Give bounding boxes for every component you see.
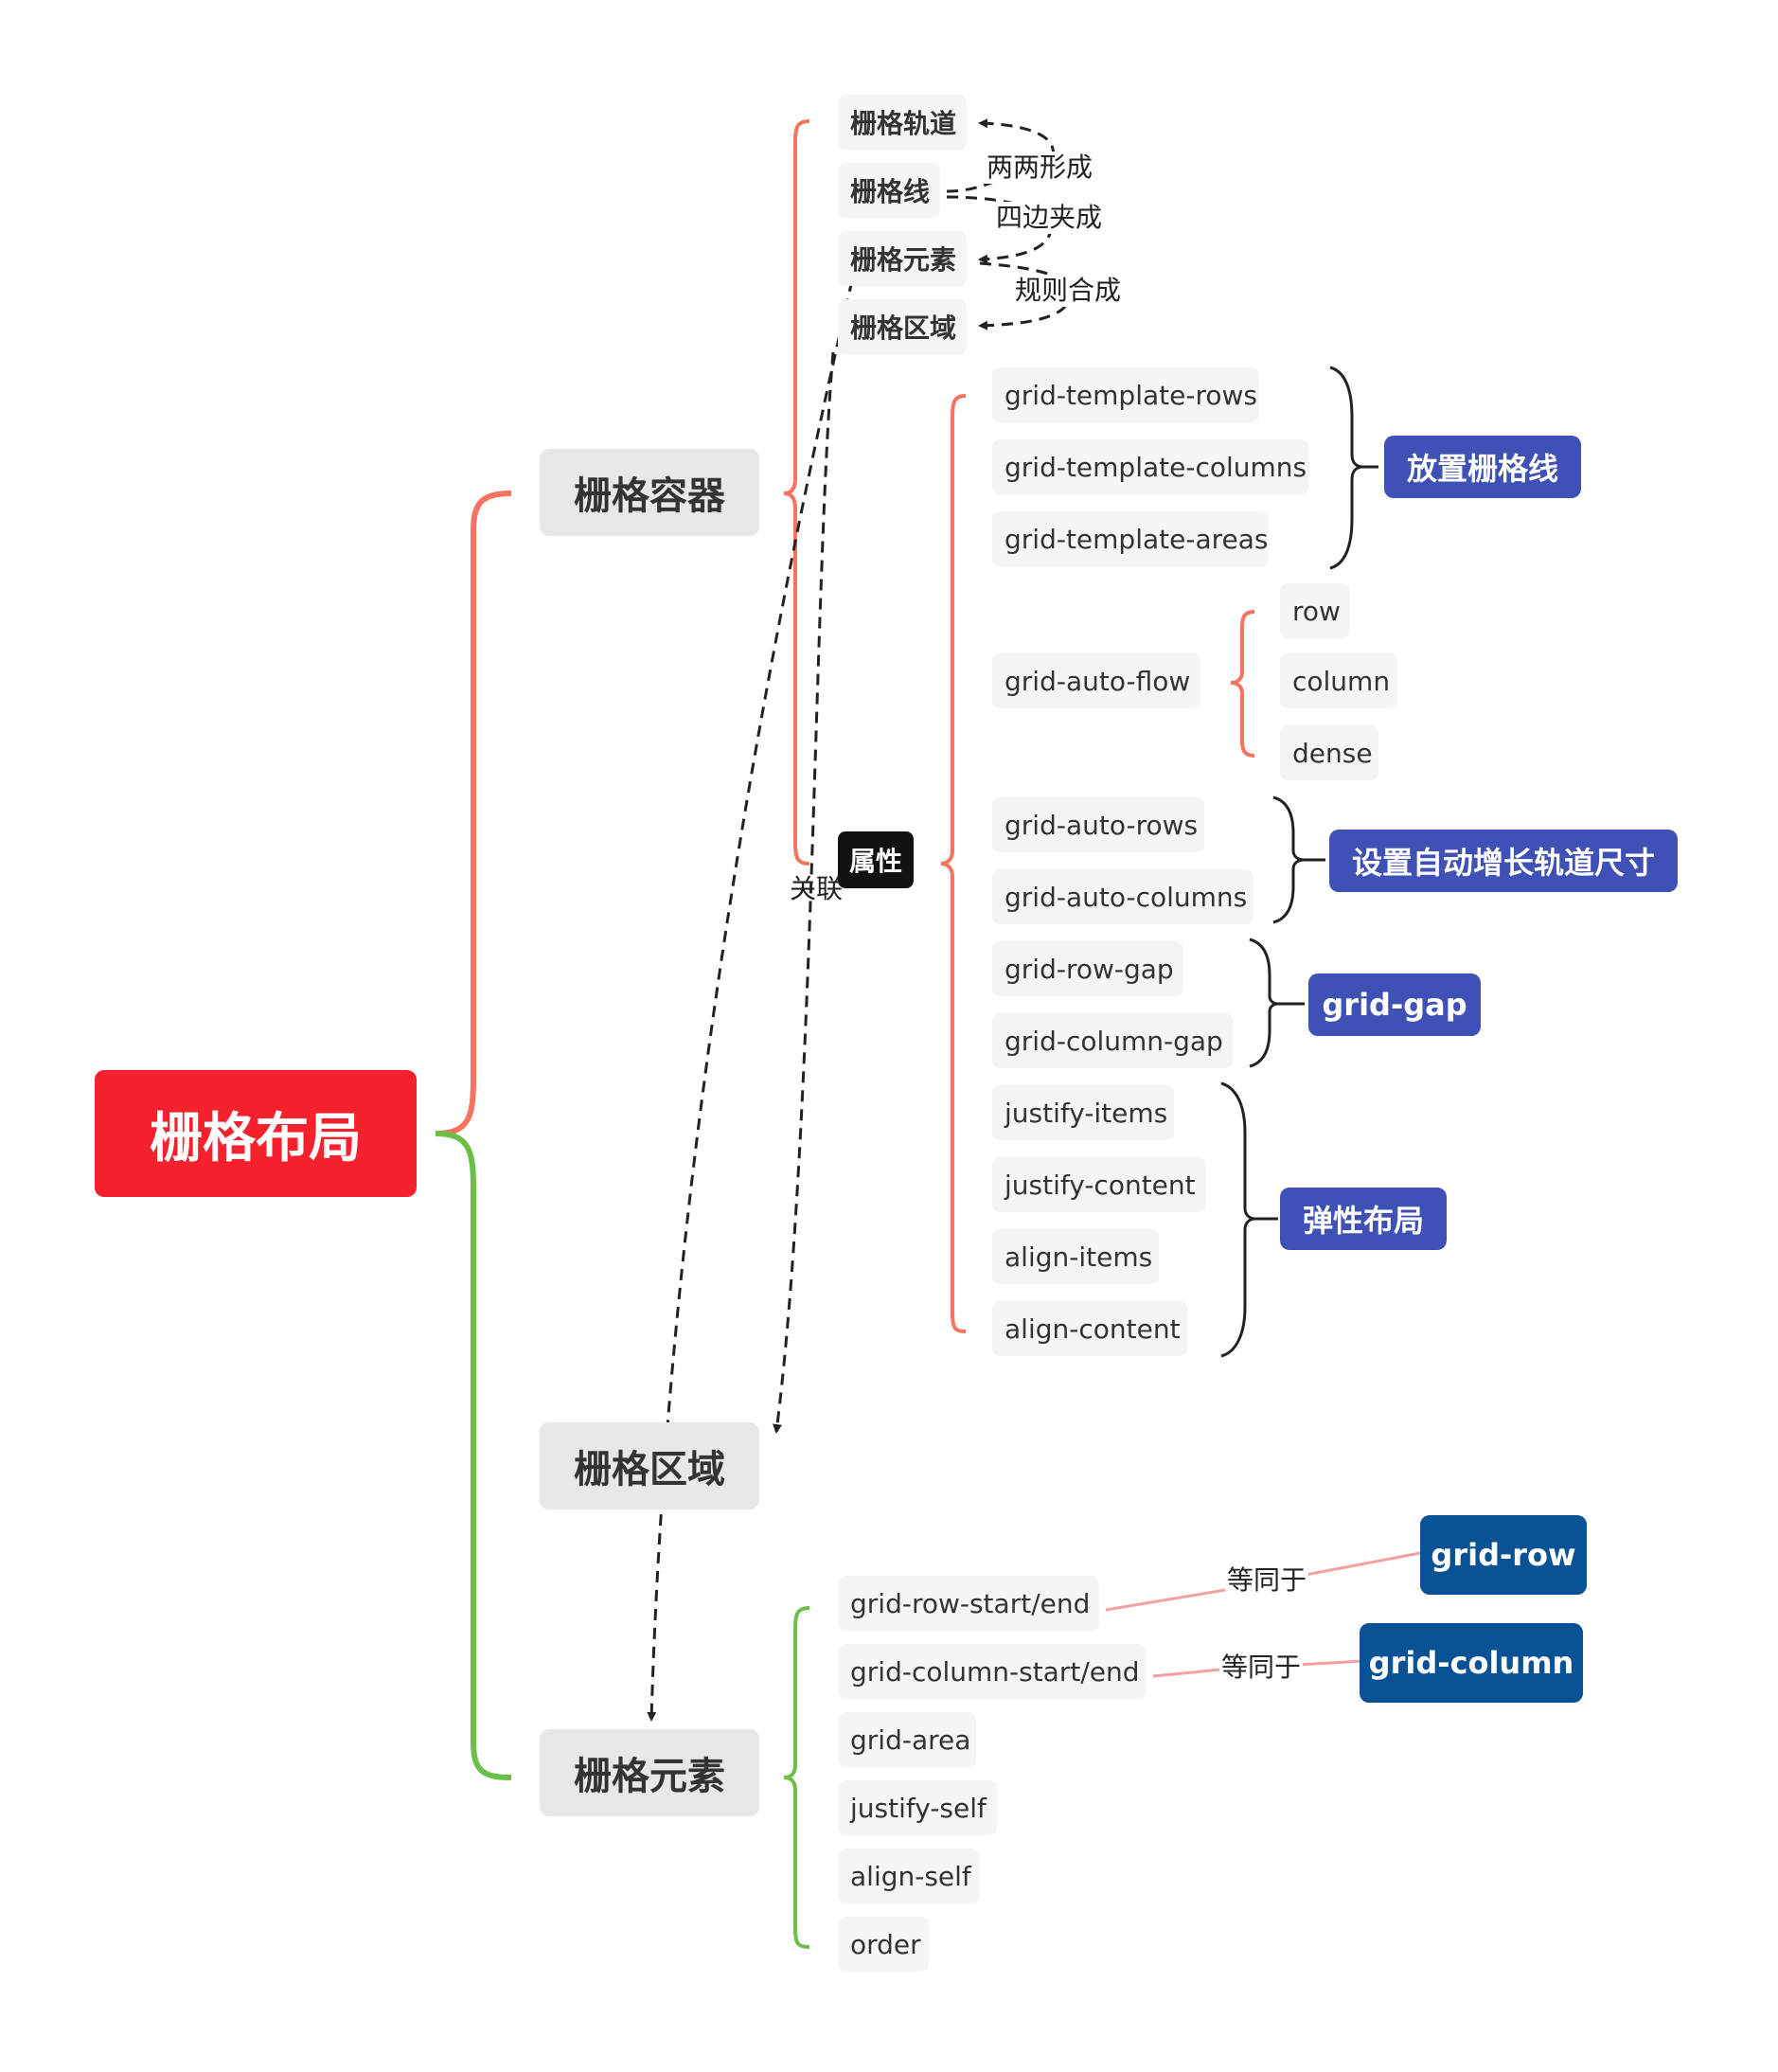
flow-value-dense[interactable]: dense bbox=[1280, 725, 1378, 780]
concept-element[interactable]: 栅格元素 bbox=[838, 231, 967, 286]
element-brace bbox=[783, 1606, 810, 1949]
container-brace bbox=[783, 119, 810, 866]
root-topic[interactable]: 栅格布局 bbox=[95, 1070, 417, 1197]
relation-label-rule: 规则合成 bbox=[1013, 275, 1124, 307]
elem-justify-self[interactable]: justify-self bbox=[838, 1780, 997, 1835]
concept-line[interactable]: 栅格线 bbox=[838, 163, 940, 218]
equals-grid-row[interactable]: grid-row bbox=[1420, 1515, 1587, 1595]
elem-order[interactable]: order bbox=[838, 1917, 929, 1972]
relation-line-to-track bbox=[946, 118, 1055, 193]
equals-grid-column[interactable]: grid-column bbox=[1360, 1623, 1583, 1703]
prop-align-content[interactable]: align-content bbox=[992, 1301, 1187, 1356]
equals-label-row: 等同于 bbox=[1225, 1564, 1309, 1597]
flow-value-column[interactable]: column bbox=[1280, 653, 1397, 708]
link-label: 关联 bbox=[790, 873, 844, 904]
prop-grid-template-areas[interactable]: grid-template-areas bbox=[992, 511, 1269, 566]
prop-grid-auto-columns[interactable]: grid-auto-columns bbox=[992, 869, 1253, 924]
prop-align-items[interactable]: align-items bbox=[992, 1229, 1159, 1284]
prop-justify-items[interactable]: justify-items bbox=[992, 1085, 1174, 1140]
flow-value-row[interactable]: row bbox=[1280, 583, 1350, 638]
branch-element[interactable]: 栅格元素 bbox=[540, 1729, 759, 1816]
flow-brace bbox=[1230, 610, 1255, 758]
prop-grid-auto-rows[interactable]: grid-auto-rows bbox=[992, 797, 1204, 852]
summary-brace-auto bbox=[1272, 795, 1306, 924]
root-to-element-branch bbox=[435, 1131, 512, 1780]
summary-place-lines[interactable]: 放置栅格线 bbox=[1384, 436, 1581, 498]
prop-grid-column-gap[interactable]: grid-column-gap bbox=[992, 1013, 1233, 1068]
concept-track[interactable]: 栅格轨道 bbox=[838, 95, 967, 150]
branch-area[interactable]: 栅格区域 bbox=[540, 1422, 759, 1509]
summary-flex-layout[interactable]: 弹性布局 bbox=[1280, 1188, 1447, 1250]
attr-brace bbox=[940, 394, 967, 1333]
branch-container[interactable]: 栅格容器 bbox=[540, 449, 759, 536]
prop-grid-row-gap[interactable]: grid-row-gap bbox=[992, 941, 1183, 996]
summary-brace-flex bbox=[1220, 1081, 1256, 1358]
summary-auto-track-size[interactable]: 设置自动增长轨道尺寸 bbox=[1329, 830, 1678, 892]
summary-brace-gap bbox=[1249, 938, 1279, 1068]
elem-grid-column-start-end[interactable]: grid-column-start/end bbox=[838, 1644, 1147, 1699]
relation-label-four-sides: 四边夹成 bbox=[994, 202, 1105, 234]
root-to-container-branch bbox=[435, 491, 512, 1136]
summary-grid-gap[interactable]: grid-gap bbox=[1308, 973, 1481, 1036]
link-arrow-to-element bbox=[647, 279, 854, 1722]
equals-label-column: 等同于 bbox=[1219, 1652, 1304, 1684]
elem-grid-row-start-end[interactable]: grid-row-start/end bbox=[838, 1576, 1099, 1631]
prop-grid-auto-flow[interactable]: grid-auto-flow bbox=[992, 653, 1200, 708]
prop-grid-template-rows[interactable]: grid-template-rows bbox=[992, 367, 1259, 422]
attr-tag[interactable]: 属性 bbox=[838, 831, 914, 888]
concept-area[interactable]: 栅格区域 bbox=[838, 299, 967, 354]
relation-label-pairs: 两两形成 bbox=[985, 152, 1095, 184]
link-arrow-to-area bbox=[773, 351, 835, 1434]
prop-grid-template-columns[interactable]: grid-template-columns bbox=[992, 439, 1308, 494]
elem-align-self[interactable]: align-self bbox=[838, 1849, 980, 1903]
elem-grid-area[interactable]: grid-area bbox=[838, 1712, 976, 1767]
prop-justify-content[interactable]: justify-content bbox=[992, 1157, 1206, 1212]
summary-brace-template bbox=[1329, 366, 1364, 570]
